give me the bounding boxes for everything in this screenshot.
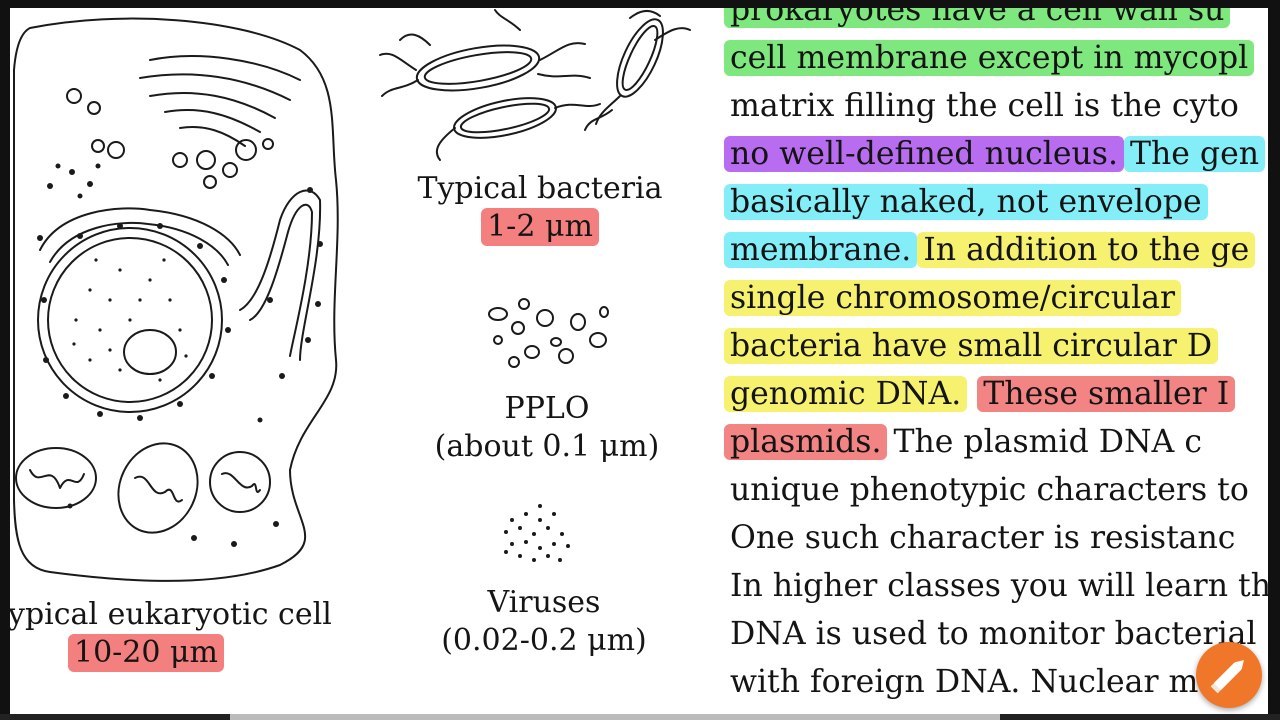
text-segment: membrane. (724, 232, 918, 268)
text-segment: genomic DNA. (724, 376, 968, 412)
text-line: matrix filling the cell is the cyto (724, 86, 1245, 126)
bacteria-label: Typical bacteria (417, 171, 663, 206)
pplo-size: (about 0.1 μm) (434, 429, 660, 464)
text-segment: matrix filling the cell is the cyto (730, 88, 1239, 124)
text-segment: single chromosome/circular (724, 280, 1182, 316)
pplo-label: PPLO (504, 391, 590, 426)
text-segment: One such character is resistanc (730, 520, 1236, 556)
viruses-label: Viruses (487, 585, 601, 620)
horizontal-scrollbar[interactable] (0, 714, 1280, 720)
text-line: single chromosome/circular (724, 278, 1182, 318)
text-line: In higher classes you will learn th (724, 566, 1270, 606)
eukaryote-size: 10-20 μm (68, 634, 224, 672)
viruses-caption: Viruses (0.02-0.2 μm) (394, 584, 694, 660)
text-segment: basically naked, not envelope (724, 184, 1208, 220)
text-segment: The gen (1123, 136, 1266, 172)
text-line: no well-defined nucleus.The gen (724, 134, 1266, 174)
text-segment: In higher classes you will learn th (730, 568, 1270, 604)
text-segment: cell membrane except in mycopl (724, 40, 1255, 76)
pplo-caption: PPLO (about 0.1 μm) (397, 390, 697, 466)
text-segment: The plasmid DNA c (893, 424, 1202, 460)
text-line: One such character is resistanc (724, 518, 1241, 558)
eukaryote-caption: ypical eukaryotic cell 10-20 μm (8, 596, 348, 672)
scrollbar-thumb[interactable] (230, 714, 1000, 720)
eukaryote-label: ypical eukaryotic cell (8, 597, 332, 632)
text-line: basically naked, not envelope (724, 182, 1208, 222)
text-segment: with foreign DNA. Nuclear mem (730, 664, 1247, 700)
bacteria-size: 1-2 μm (481, 208, 599, 246)
frame-top-edge (0, 0, 1280, 8)
text-line: DNA is used to monitor bacterial (724, 614, 1263, 654)
pencil-icon (1210, 660, 1244, 694)
text-segment: These smaller I (977, 376, 1236, 412)
text-line: membrane.In addition to the ge (724, 230, 1256, 270)
text-line: cell membrane except in mycopl (724, 38, 1255, 78)
text-segment: In addition to the ge (917, 232, 1256, 268)
edit-fab-button[interactable] (1196, 642, 1262, 708)
highlighted-text-column: prokaryotes have a cell wall su cell mem… (724, 0, 1270, 714)
text-line: bacteria have small circular D (724, 326, 1219, 366)
cell-size-figure (13, 9, 691, 582)
text-segment: DNA is used to monitor bacterial (730, 616, 1257, 652)
text-segment: no well-defined nucleus. (724, 136, 1124, 172)
text-line: unique phenotypic characters to (724, 470, 1255, 510)
bacteria-caption: Typical bacteria 1-2 μm (390, 170, 690, 246)
text-line: plasmids.The plasmid DNA c (724, 422, 1208, 462)
viruses-size: (0.02-0.2 μm) (441, 623, 647, 658)
frame-right-edge (1268, 0, 1280, 720)
text-line: genomic DNA. These smaller I (724, 374, 1236, 414)
frame-left-edge (0, 0, 10, 720)
text-segment: unique phenotypic characters to (730, 472, 1249, 508)
text-segment: bacteria have small circular D (724, 328, 1219, 364)
text-line: with foreign DNA. Nuclear mem (724, 662, 1253, 702)
text-segment: plasmids. (724, 424, 888, 460)
